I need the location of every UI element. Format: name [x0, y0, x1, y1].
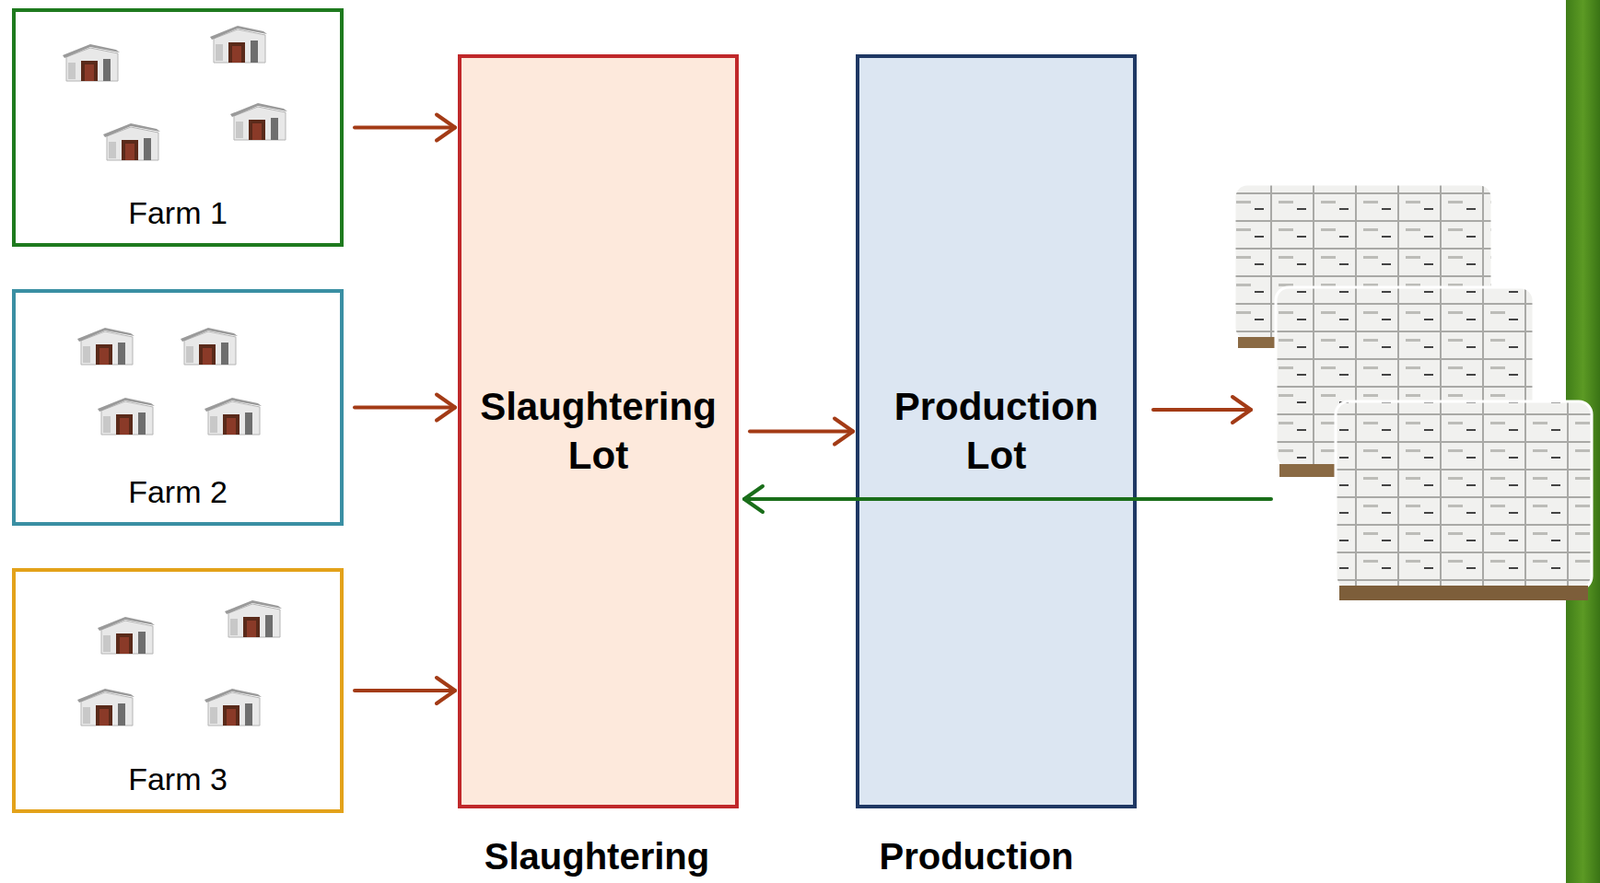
farm-name: Farm 2 — [128, 475, 228, 510]
output-arrow — [1153, 397, 1251, 423]
flow-arrow — [354, 115, 456, 141]
stage-label: Production — [878, 836, 1074, 878]
lot-name: Production Lot — [872, 383, 1121, 480]
lot-name: Slaughtering Lot — [474, 383, 723, 480]
farm-box: Farm 1 — [11, 8, 344, 247]
farm-box: Farm 2 — [11, 289, 344, 526]
traceback-arrow — [744, 486, 1272, 513]
farm-name: Farm 3 — [128, 762, 228, 797]
barn-icons — [62, 25, 288, 726]
slaughtering-lot-box: Slaughtering Lot — [457, 54, 739, 809]
stage-label: Slaughtering — [484, 836, 710, 878]
production-lot-box: Production Lot — [855, 54, 1137, 809]
flow-arrow — [354, 395, 456, 421]
farm-box: Farm 3 — [11, 568, 344, 814]
flow-arrow — [749, 419, 853, 445]
flow-arrow — [354, 677, 456, 704]
pallet-stacks — [1234, 184, 1592, 601]
farm-name: Farm 1 — [128, 196, 228, 231]
